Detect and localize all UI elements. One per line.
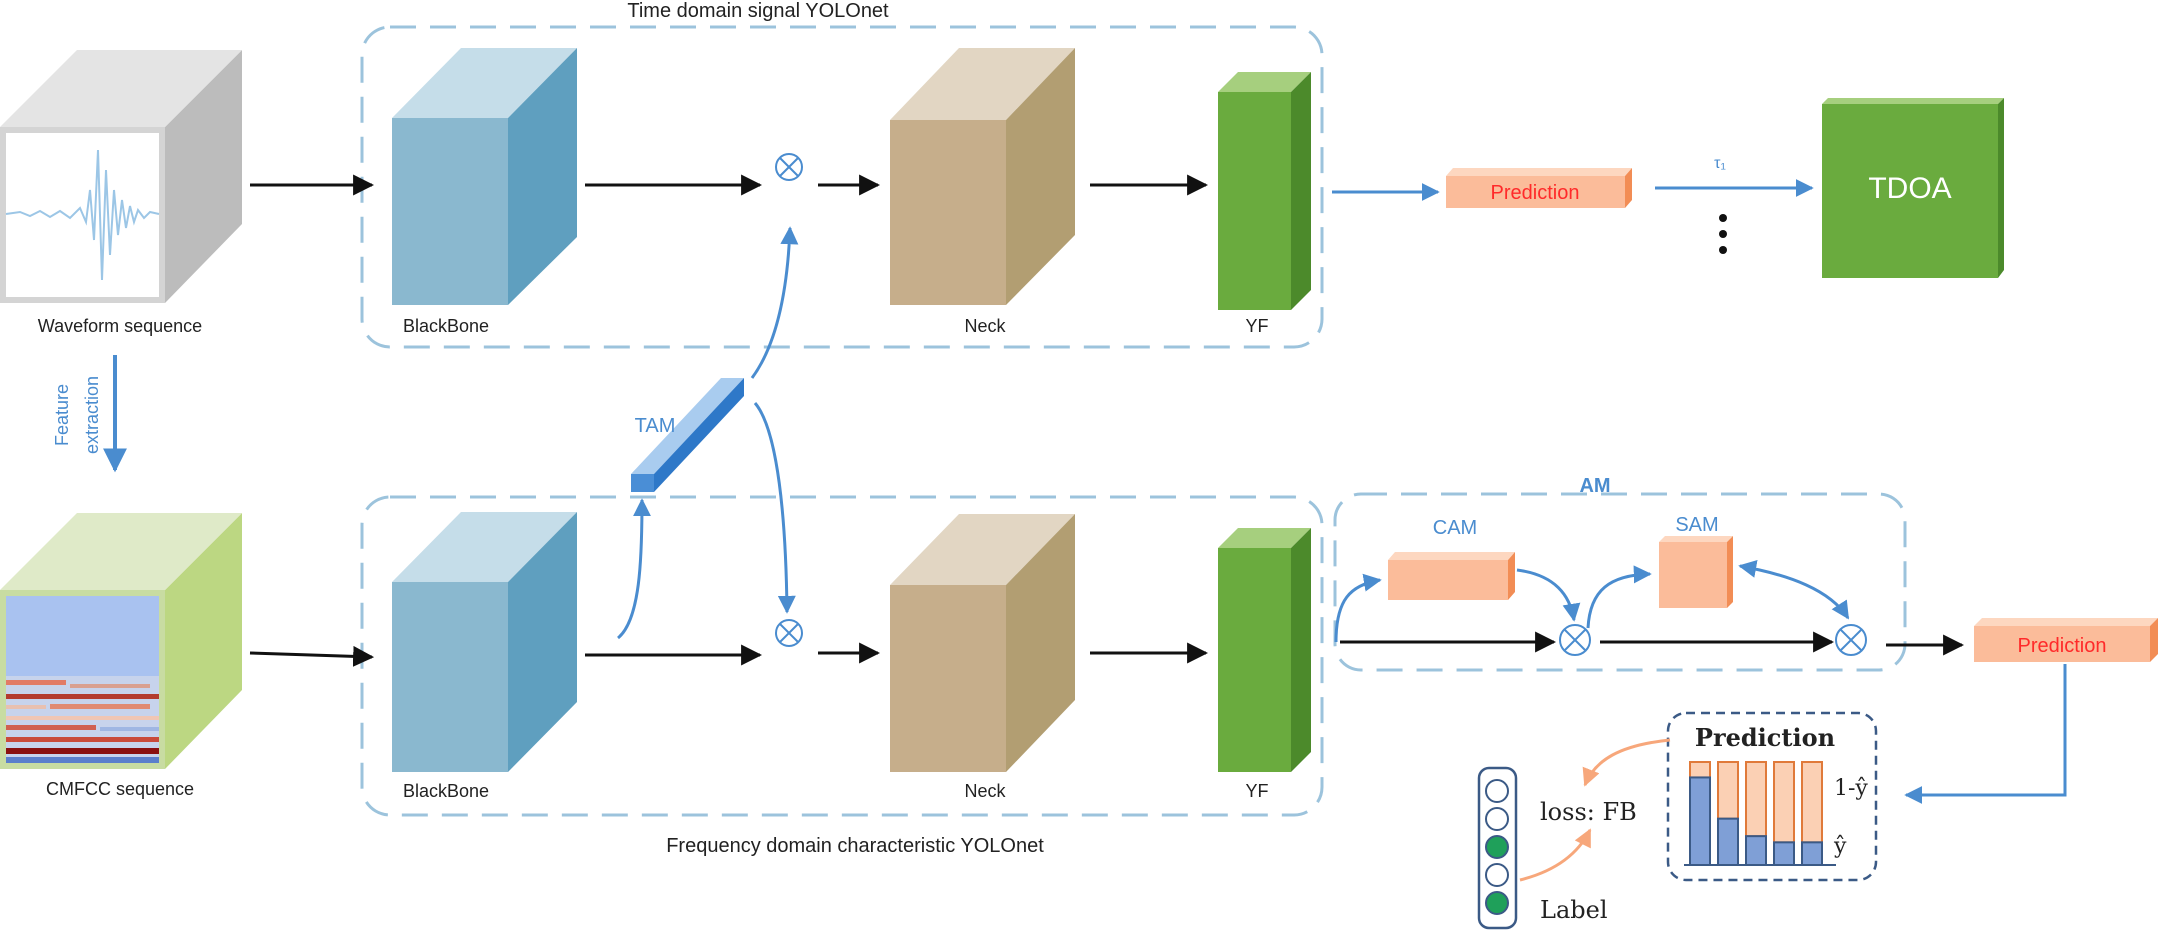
- label-circle-3: [1485, 835, 1509, 859]
- bar-y-hat-5: [1801, 841, 1823, 867]
- label-circle-4: [1485, 863, 1509, 887]
- label-text: Label: [1540, 896, 1608, 924]
- bar-one-minus-y-5: [1801, 761, 1823, 844]
- multiply-node-top: [775, 153, 803, 181]
- cam-label: CAM: [1433, 517, 1477, 539]
- backbone-bottom-label: BlackBone: [403, 781, 489, 801]
- prediction-bottom-label: Prediction: [2018, 635, 2107, 657]
- arrow-tam-to-mult-bottom: [753, 402, 796, 614]
- arrow-prediction-to-loss: [1582, 738, 1671, 787]
- y-hat-label: ŷ: [1833, 834, 1847, 859]
- tau-label: τ₁: [1714, 155, 1726, 172]
- arrow-cam-to-mult: [1516, 568, 1581, 622]
- ellipsis-dots: [1719, 214, 1727, 254]
- arrow-mult-to-sam: [1586, 565, 1652, 629]
- yf-bottom-block: [1218, 528, 1311, 772]
- tdoa-label: TDOA: [1868, 172, 1951, 205]
- arrow-label-to-loss: [1519, 828, 1592, 882]
- cmfcc-label: CMFCC sequence: [46, 779, 194, 799]
- multiply-node-cam: [1559, 624, 1591, 656]
- arrow-to-cam: [1334, 573, 1382, 643]
- arrow-backbone-to-tam: [616, 498, 651, 640]
- top-group-title: Time domain signal YOLOnet: [627, 0, 889, 22]
- arrow-sam-to-mult: [1738, 560, 1850, 620]
- label-circle-2: [1485, 807, 1509, 831]
- tam-block: [631, 378, 744, 492]
- label-circle-5: [1485, 891, 1509, 915]
- yf-top-label: YF: [1245, 316, 1268, 336]
- prediction-bottom-box: [1974, 618, 2158, 662]
- cam-box: [1388, 552, 1515, 600]
- am-group-border: [1333, 492, 1907, 672]
- label-circle-1: [1485, 779, 1509, 803]
- multiply-node-bottom: [775, 619, 803, 647]
- bar-y-hat-4: [1773, 841, 1795, 867]
- yf-top-block: [1218, 72, 1311, 310]
- feature-extraction-line1: Feature: [52, 384, 72, 446]
- bar-one-minus-y-3: [1745, 761, 1767, 838]
- bottom-group-title: Frequency domain characteristic YOLOnet: [666, 835, 1044, 857]
- loss-label: loss: FB: [1540, 798, 1637, 826]
- prediction-top-label: Prediction: [1491, 182, 1580, 204]
- neck-bottom-block: [890, 514, 1075, 772]
- am-group-title: AM: [1579, 475, 1610, 497]
- tdoa-box: [1822, 98, 2004, 278]
- backbone-top-label: BlackBone: [403, 316, 489, 336]
- waveform-label: Waveform sequence: [38, 316, 202, 336]
- waveform-signal: [5, 149, 160, 281]
- neck-bottom-label: Neck: [964, 781, 1006, 801]
- prediction-top-box: [1446, 168, 1632, 208]
- arrow-prediction-to-loss-panel: [1904, 664, 2067, 804]
- bar-one-minus-y-1: [1689, 761, 1711, 779]
- tam-label: TAM: [635, 415, 676, 437]
- bar-one-minus-y-4: [1773, 761, 1795, 844]
- multiply-node-sam: [1835, 624, 1867, 656]
- arrow-tam-to-mult-top: [750, 226, 799, 379]
- feature-extraction-line2: extraction: [82, 376, 102, 454]
- bar-y-hat-1: [1689, 776, 1711, 867]
- cmfcc-cube: [0, 513, 242, 769]
- bar-y-hat-3: [1745, 835, 1767, 866]
- label-circles: [1485, 779, 1509, 915]
- backbone-top-block: [392, 48, 577, 305]
- one-minus-y-label: 1-ŷ: [1834, 776, 1868, 801]
- neck-top-label: Neck: [964, 316, 1006, 336]
- sam-box: [1659, 536, 1733, 608]
- sam-label: SAM: [1675, 514, 1718, 536]
- loss-panel-title: Prediction: [1695, 723, 1835, 752]
- bar-one-minus-y-2: [1717, 761, 1739, 820]
- prediction-bars: [1689, 761, 1823, 867]
- waveform-cube: [0, 50, 242, 303]
- bar-y-hat-2: [1717, 817, 1739, 867]
- backbone-bottom-block: [392, 512, 577, 772]
- yf-bottom-label: YF: [1245, 781, 1268, 801]
- arrow-cmfcc-to-backbone: [249, 645, 375, 667]
- neck-top-block: [890, 48, 1075, 305]
